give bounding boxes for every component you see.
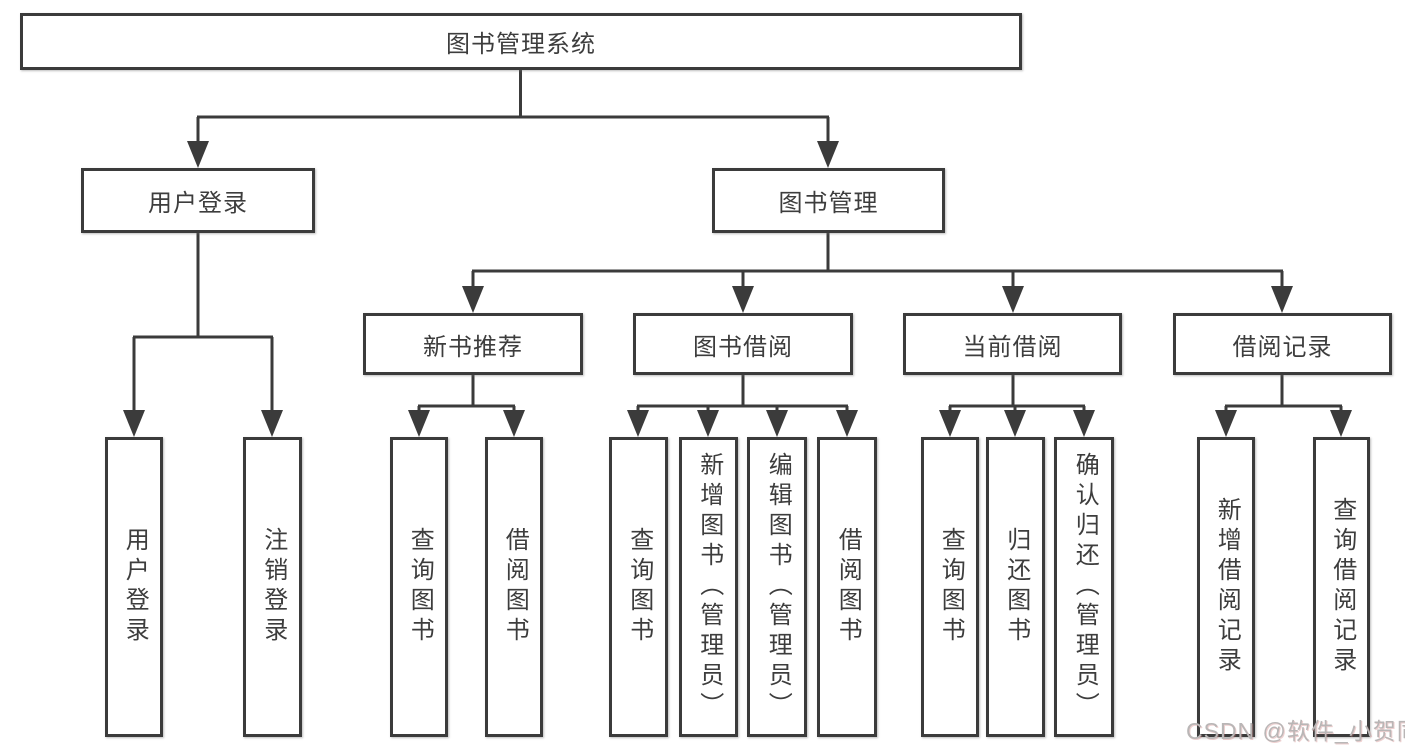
leaf-borrow-book-borrowing: 借阅图书 — [817, 437, 877, 737]
leaf-label: 借阅图书 — [501, 527, 529, 647]
node-current-borrowing: 当前借阅 — [903, 313, 1122, 375]
leaf-return-book: 归还图书 — [986, 437, 1045, 737]
node-label: 新书推荐 — [423, 333, 523, 361]
leaf-user-login: 用户登录 — [105, 437, 163, 737]
leaf-add-book-admin: 新增图书（管理员） — [679, 437, 738, 737]
arrowheads — [123, 141, 1352, 437]
leaf-label: 归还图书 — [1002, 527, 1030, 647]
leaf-borrow-book-recommend: 借阅图书 — [485, 437, 543, 737]
node-book-borrowing: 图书借阅 — [633, 313, 853, 375]
leaf-confirm-return-admin: 确认归还（管理员） — [1054, 437, 1114, 737]
leaf-query-book-current: 查询图书 — [921, 437, 979, 737]
leaf-label: 查询图书 — [406, 527, 434, 647]
leaf-label: 查询图书 — [625, 527, 653, 647]
node-label: 图书管理 — [778, 190, 879, 217]
leaf-label: 编辑图书（管理员） — [764, 452, 792, 722]
leaf-label: 注销登录 — [259, 527, 287, 647]
node-borrowing-records: 借阅记录 — [1173, 313, 1392, 375]
node-new-book-recommend: 新书推荐 — [363, 313, 583, 375]
leaf-query-borrow-record: 查询借阅记录 — [1313, 437, 1370, 737]
csdn-watermark: CSDN @软件_小贺同学 — [1186, 718, 1405, 744]
node-label: 用户登录 — [148, 190, 248, 217]
leaf-label: 查询借阅记录 — [1328, 497, 1356, 677]
leaf-query-book-borrowing: 查询图书 — [609, 437, 668, 737]
leaf-add-borrow-record: 新增借阅记录 — [1197, 437, 1255, 737]
node-root-library-system: 图书管理系统 — [20, 13, 1022, 70]
leaf-label: 查询图书 — [937, 527, 965, 647]
node-user-login: 用户登录 — [81, 168, 315, 233]
node-label: 借阅记录 — [1232, 333, 1333, 361]
leaf-label: 新增借阅记录 — [1213, 497, 1241, 677]
node-label: 图书管理系统 — [446, 31, 596, 58]
leaf-edit-book-admin: 编辑图书（管理员） — [747, 437, 807, 737]
leaf-label: 借阅图书 — [834, 527, 862, 647]
node-label: 图书借阅 — [693, 333, 793, 361]
leaf-label: 新增图书（管理员） — [695, 452, 723, 722]
leaf-label: 确认归还（管理员） — [1071, 452, 1099, 722]
node-book-management: 图书管理 — [712, 168, 945, 233]
leaf-logout: 注销登录 — [243, 437, 302, 737]
leaf-label: 用户登录 — [121, 527, 149, 647]
leaf-query-book-recommend: 查询图书 — [390, 437, 448, 737]
node-label: 当前借阅 — [962, 333, 1063, 361]
